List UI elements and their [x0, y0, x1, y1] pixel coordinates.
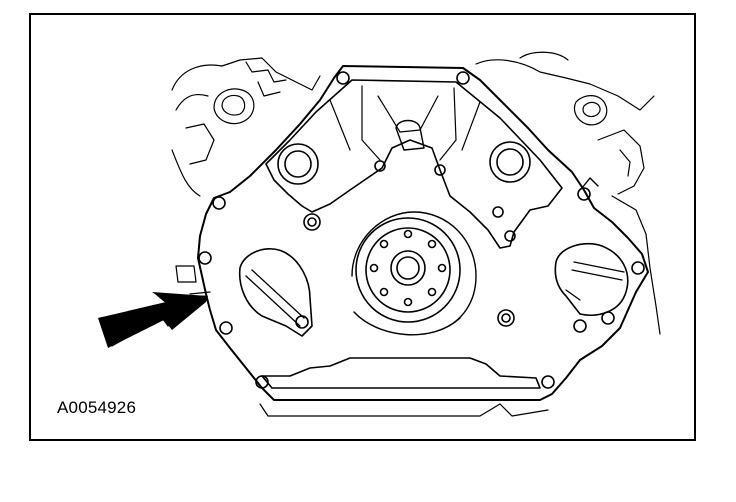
rear-cover-plate [197, 65, 649, 401]
crankshaft-flange [351, 211, 477, 336]
upper-right-boss [489, 141, 531, 183]
engine-block-right [475, 51, 661, 335]
figure-id-label: A0054926 [57, 398, 137, 417]
figure-frame [29, 13, 696, 441]
perimeter-bolt-holes [198, 71, 645, 389]
arrow-icon [98, 292, 208, 348]
bolt-heads [303, 177, 599, 327]
left-cam-lobe [238, 248, 313, 337]
cover-lower-channel [261, 357, 541, 389]
cover-inner-ridge [265, 79, 563, 249]
upper-left-boss [277, 143, 319, 185]
engine-block-left [171, 57, 321, 295]
oil-pan-outline [259, 403, 549, 417]
right-cam-lobe [554, 242, 629, 316]
